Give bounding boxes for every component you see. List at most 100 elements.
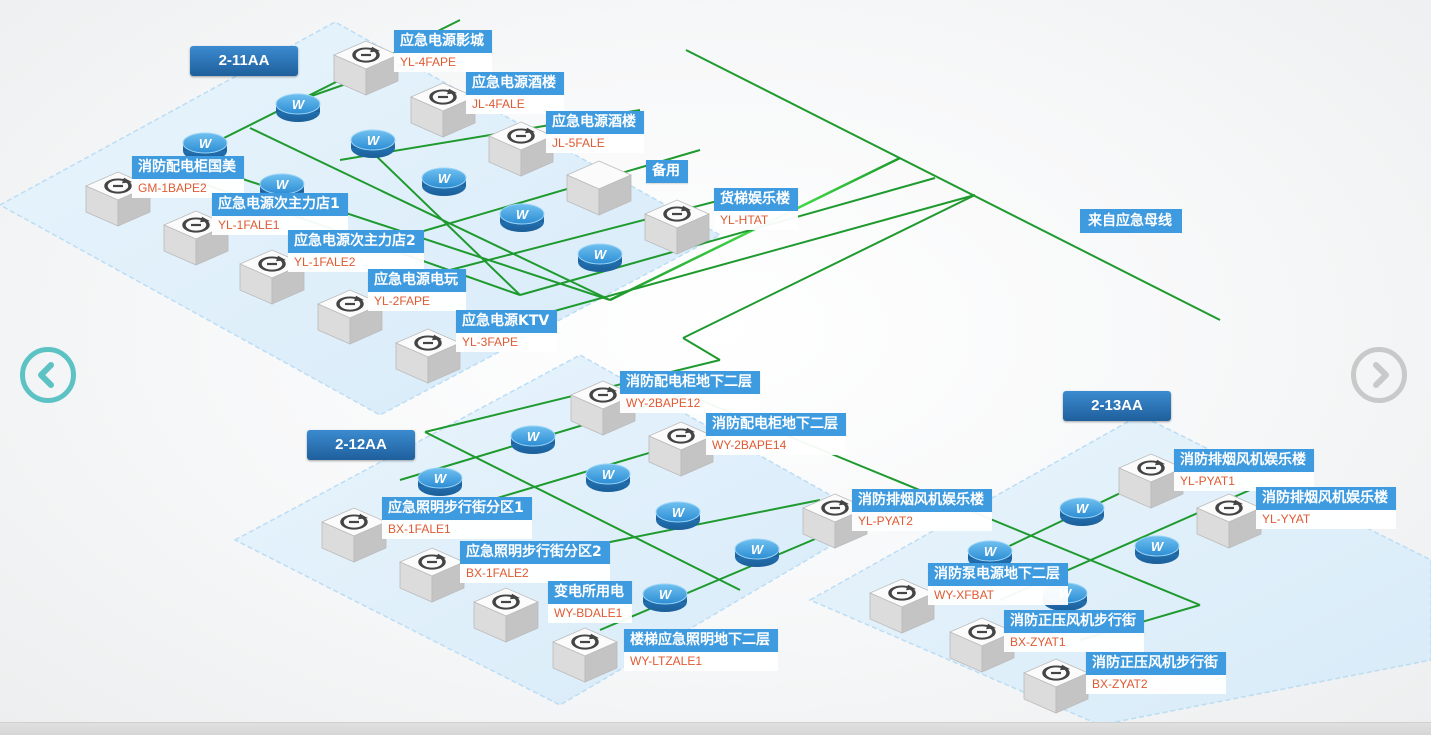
- device-code: YL-1FALE2: [288, 253, 424, 272]
- chevron-right-icon: [1373, 362, 1389, 388]
- svg-text:W: W: [438, 171, 452, 186]
- device-name: 应急照明步行街分区1: [382, 497, 532, 520]
- svg-text:W: W: [367, 133, 381, 148]
- device-name: 应急照明步行街分区2: [460, 541, 610, 564]
- device-code: BX-ZYAT2: [1086, 675, 1226, 694]
- device-code: YL-2FAPE: [368, 292, 466, 311]
- svg-text:W: W: [602, 467, 616, 482]
- cabinet-icon[interactable]: [396, 544, 468, 606]
- group-tag-2-13AA: 2-13AA: [1063, 391, 1171, 421]
- device-name: 应急电源电玩: [368, 269, 466, 292]
- device-name: 货梯娱乐楼: [714, 188, 798, 211]
- device-name: 备用: [646, 160, 688, 183]
- breaker-icon: W: [734, 538, 780, 567]
- bus-label: 来自应急母线: [1080, 209, 1182, 233]
- breaker-icon: W: [421, 167, 467, 196]
- breaker-icon: W: [417, 467, 463, 496]
- svg-text:W: W: [659, 587, 673, 602]
- device-name: 楼梯应急照明地下二层: [624, 629, 778, 652]
- device-name: 应急电源影城: [394, 30, 492, 53]
- cabinet-icon[interactable]: [1020, 655, 1092, 717]
- breaker-icon: W: [577, 243, 623, 272]
- cabinet-icon[interactable]: [641, 196, 713, 258]
- cabinet-icon[interactable]: [549, 624, 621, 686]
- device-name: 消防正压风机步行街: [1086, 652, 1226, 675]
- svg-text:W: W: [199, 136, 213, 151]
- svg-text:W: W: [292, 97, 306, 112]
- cabinet-icon[interactable]: [946, 614, 1018, 676]
- floor-edge: [0, 722, 1431, 735]
- svg-text:W: W: [434, 471, 448, 486]
- cabinet-icon[interactable]: [330, 37, 402, 99]
- device-code: WY-BDALE1: [548, 604, 632, 623]
- cabinet-icon[interactable]: [485, 118, 557, 180]
- breaker-icon: W: [585, 463, 631, 492]
- device-name: 应急电源酒楼: [546, 111, 644, 134]
- cabinet-icon[interactable]: [318, 504, 390, 566]
- svg-text:W: W: [1076, 501, 1090, 516]
- device-name: 变电所用电: [548, 581, 632, 604]
- device-code: WY-XFBAT: [928, 586, 1068, 605]
- cabinet-icon[interactable]: [645, 418, 717, 480]
- device-code: YL-4FAPE: [394, 53, 492, 72]
- cabinet-icon[interactable]: [866, 575, 938, 637]
- group-tag-2-11AA: 2-11AA: [190, 46, 298, 76]
- device-code: YL-PYAT1: [1174, 472, 1314, 491]
- cabinet-icon[interactable]: [470, 584, 542, 646]
- device-name: 消防配电柜国美: [132, 156, 244, 179]
- breaker-icon: W: [499, 203, 545, 232]
- cabinet-icon[interactable]: [1193, 490, 1265, 552]
- device-code: JL-5FALE: [546, 134, 644, 153]
- cabinet-icon[interactable]: [392, 325, 464, 387]
- breaker-icon: W: [275, 93, 321, 122]
- device-name: 消防泵电源地下二层: [928, 563, 1068, 586]
- device-code: BX-ZYAT1: [1004, 633, 1144, 652]
- svg-text:W: W: [751, 542, 765, 557]
- svg-text:W: W: [984, 544, 998, 559]
- device-code: YL-3FAPE: [456, 333, 558, 352]
- breaker-icon: W: [510, 425, 556, 454]
- device-code: BX-1FALE1: [382, 520, 532, 539]
- device-name: 消防排烟风机娱乐楼: [1174, 449, 1314, 472]
- cabinet-icon[interactable]: [407, 79, 479, 141]
- device-name: 应急电源次主力店1: [212, 193, 348, 216]
- svg-text:W: W: [594, 247, 608, 262]
- device-name: 消防正压风机步行街: [1004, 610, 1144, 633]
- device-name: 消防排烟风机娱乐楼: [1256, 487, 1396, 510]
- spare-cabinet-icon[interactable]: [563, 157, 635, 219]
- device-code: WY-2BAPE12: [620, 394, 760, 413]
- device-name: 应急电源次主力店2: [288, 230, 424, 253]
- device-code: YL-PYAT2: [852, 512, 992, 531]
- device-code: WY-LTZALE1: [624, 652, 778, 671]
- chevron-left-icon: [38, 362, 54, 388]
- device-code: BX-1FALE2: [460, 564, 610, 583]
- prev-button[interactable]: [20, 347, 76, 403]
- breaker-icon: W: [655, 501, 701, 530]
- svg-text:W: W: [672, 505, 686, 520]
- device-name: 应急电源KTV: [456, 310, 558, 333]
- svg-text:W: W: [516, 207, 530, 222]
- next-button[interactable]: [1351, 347, 1407, 403]
- device-name: 消防配电柜地下二层: [706, 413, 846, 436]
- device-code: YL-HTAT: [714, 211, 798, 230]
